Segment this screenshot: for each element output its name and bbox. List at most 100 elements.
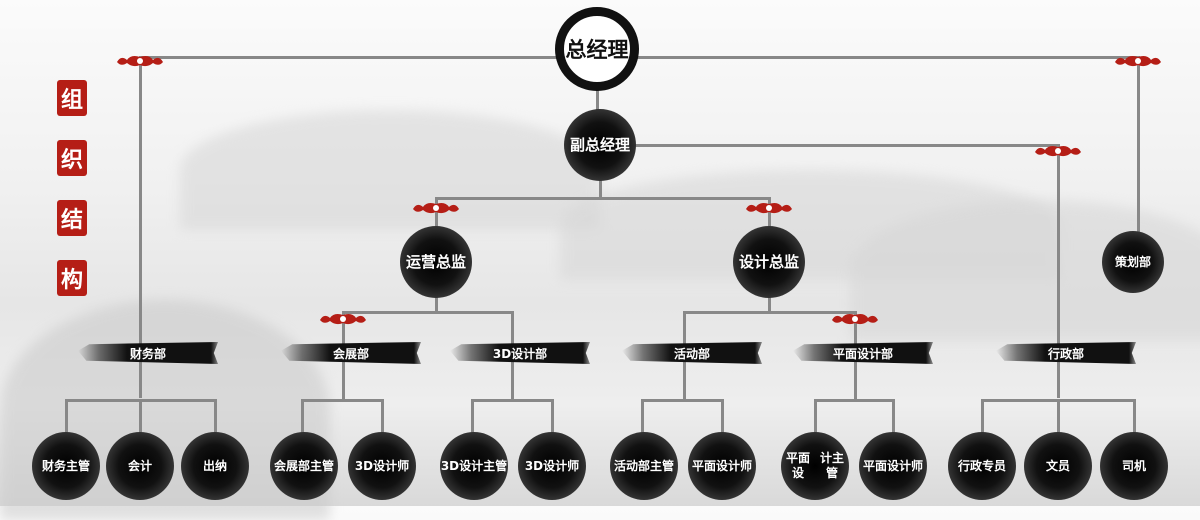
- connector-line: [301, 399, 384, 402]
- node-label: 设计: [738, 252, 769, 271]
- cloud-ornament-icon: [1113, 53, 1163, 67]
- connector-line: [139, 56, 142, 398]
- node-label: 平面设: [691, 458, 728, 473]
- connector-line: [892, 399, 895, 436]
- node-label: 计师: [555, 458, 580, 473]
- role-node[interactable]: 行政专员: [948, 432, 1016, 500]
- node-label: 主管: [66, 458, 91, 473]
- cloud-ornament-icon: [1033, 143, 1083, 157]
- connector-line: [1137, 56, 1140, 233]
- node-label: 司机: [1121, 458, 1146, 473]
- connector-line: [214, 399, 217, 436]
- connector-line: [641, 399, 724, 402]
- connector-line: [435, 197, 438, 229]
- node-label: 平面设: [862, 458, 899, 473]
- node-label: 财务: [41, 458, 66, 473]
- connector-line: [599, 179, 602, 199]
- connector-line: [381, 399, 384, 436]
- role-node[interactable]: 出纳: [181, 432, 249, 500]
- cloud-ornament-icon: [318, 311, 368, 325]
- cloud-ornament-icon: [744, 200, 794, 214]
- connector-line: [599, 144, 1060, 147]
- connector-line: [768, 197, 771, 229]
- role-node[interactable]: 3D设计主管: [440, 432, 508, 500]
- cloud-ornament-icon: [830, 311, 880, 325]
- department-banner[interactable]: 平面设计部: [793, 342, 933, 364]
- connector-line: [814, 399, 895, 402]
- role-node[interactable]: 财务主管: [32, 432, 100, 500]
- department-banner[interactable]: 财务部: [78, 342, 218, 364]
- connector-line: [435, 296, 438, 313]
- role-node[interactable]: 3D设计师: [348, 432, 416, 500]
- node-label: 计师: [728, 458, 753, 473]
- node-label: 会展部: [273, 458, 310, 473]
- connector-line: [471, 399, 554, 402]
- role-node[interactable]: 文员: [1024, 432, 1092, 500]
- role-node[interactable]: 平面设计师: [859, 432, 927, 500]
- title-seal: 结: [57, 200, 87, 236]
- director-node[interactable]: 设计总监: [733, 226, 805, 298]
- title-seal: 组: [57, 80, 87, 116]
- connector-line: [814, 399, 817, 436]
- connector-line: [139, 399, 142, 436]
- cloud-ornament-icon: [115, 53, 165, 67]
- node-label: 部: [1139, 254, 1152, 269]
- connector-line: [551, 399, 554, 436]
- node-label: 专员: [982, 458, 1007, 473]
- connector-line: [65, 399, 68, 436]
- connector-line: [342, 311, 514, 314]
- node-label: 主管: [650, 458, 675, 473]
- node-label: 总监: [769, 252, 800, 271]
- connector-line: [981, 399, 984, 436]
- department-banner[interactable]: 会展部: [281, 342, 421, 364]
- node-label: 出纳: [202, 458, 227, 473]
- node-label: 计师: [899, 458, 924, 473]
- mountain-bg: [180, 110, 600, 230]
- vice-gm-node[interactable]: 副总经理: [564, 109, 636, 181]
- role-node[interactable]: 会计: [106, 432, 174, 500]
- ceo-node[interactable]: 总经理: [555, 7, 639, 91]
- connector-line: [641, 399, 644, 436]
- role-node[interactable]: 平面设计师: [688, 432, 756, 500]
- node-label: 副总: [569, 135, 600, 154]
- connector-line: [1057, 144, 1060, 398]
- node-label: 计师: [385, 458, 410, 473]
- node-label: 总监: [436, 252, 467, 271]
- connector-line: [471, 399, 474, 436]
- director-node[interactable]: 运营总监: [400, 226, 472, 298]
- node-label: 运营: [405, 252, 436, 271]
- connector-line: [435, 197, 771, 200]
- title-seal: 织: [57, 140, 87, 176]
- connector-line: [1057, 399, 1060, 436]
- role-node[interactable]: 平面设计主管: [781, 432, 849, 500]
- node-label: 计主管: [819, 451, 844, 480]
- node-label: 文员: [1045, 458, 1070, 473]
- title-seal: 构: [57, 260, 87, 296]
- connector-line: [139, 56, 1140, 59]
- role-node[interactable]: 活动部主管: [610, 432, 678, 500]
- connector-line: [721, 399, 724, 436]
- connector-line: [768, 296, 771, 313]
- node-label: 3D设计: [440, 458, 484, 473]
- node-label: 主管: [310, 458, 335, 473]
- node-label: 策划: [1114, 254, 1139, 269]
- connector-line: [683, 311, 857, 314]
- connector-line: [1133, 399, 1136, 436]
- connector-line: [301, 399, 304, 436]
- node-label: 主管: [483, 458, 508, 473]
- node-label: 3D设: [524, 458, 556, 473]
- node-label: 会计: [127, 458, 152, 473]
- node-label: 活动部: [613, 458, 650, 473]
- planning-dept-node[interactable]: 策划部: [1102, 231, 1164, 293]
- node-label: 经理: [600, 135, 631, 154]
- department-banner[interactable]: 活动部: [622, 342, 762, 364]
- role-node[interactable]: 3D设计师: [518, 432, 586, 500]
- role-node[interactable]: 会展部主管: [270, 432, 338, 500]
- department-banner[interactable]: 3D设计部: [450, 342, 590, 364]
- department-banner[interactable]: 行政部: [996, 342, 1136, 364]
- role-node[interactable]: 司机: [1100, 432, 1168, 500]
- node-label: 平面设: [785, 451, 810, 480]
- node-label: 3D设: [354, 458, 386, 473]
- node-label: 行政: [957, 458, 982, 473]
- cloud-ornament-icon: [411, 200, 461, 214]
